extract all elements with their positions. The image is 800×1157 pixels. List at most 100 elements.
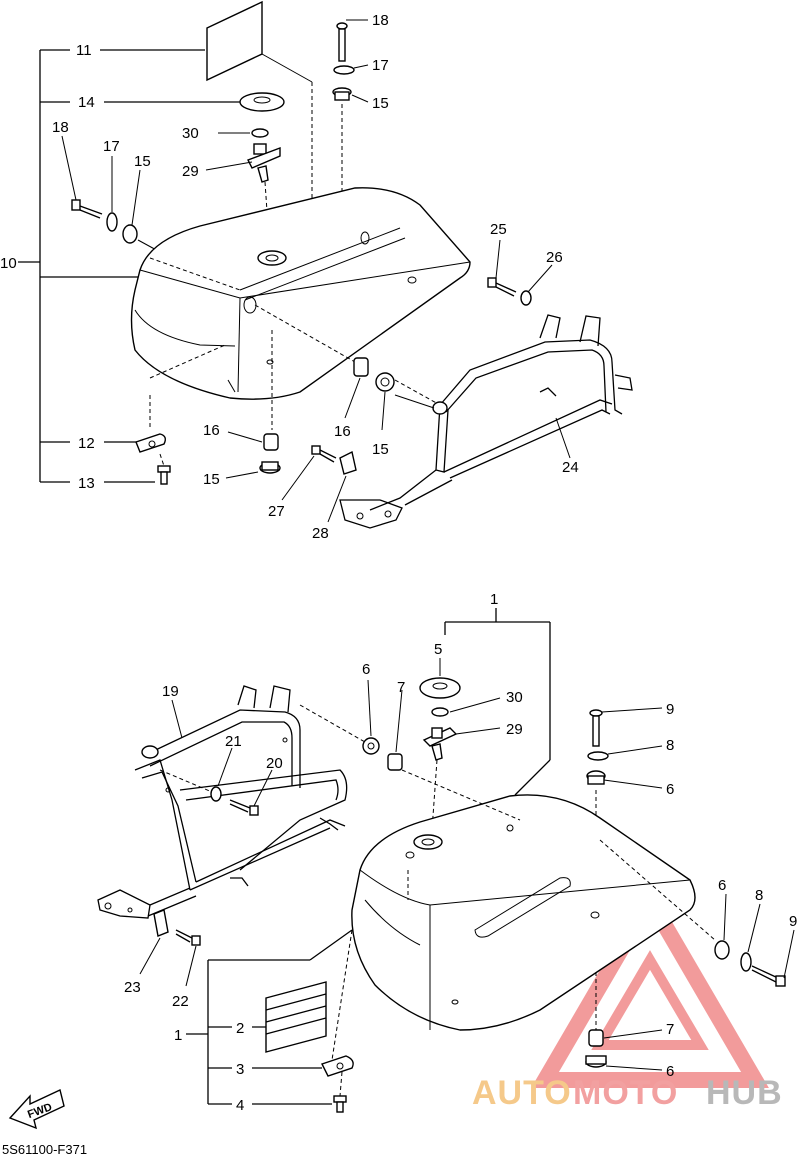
- collar-15-lower: [259, 461, 281, 474]
- collar-7-lower: [588, 1029, 604, 1047]
- washer-30-top: [251, 128, 269, 138]
- washer-17-left: [106, 212, 118, 232]
- lock-29-bottom: [422, 727, 458, 761]
- bolt-9-lower: [751, 965, 786, 987]
- label-15-right: 15: [372, 95, 389, 112]
- washer-17-right: [333, 65, 355, 75]
- washer-21: [210, 786, 222, 802]
- label-24: 24: [562, 459, 579, 476]
- saddlebag-top: [130, 187, 471, 400]
- collar-6-right: [586, 770, 606, 785]
- plate-23: [153, 909, 169, 937]
- washer-30-bottom: [431, 707, 449, 717]
- collar-6-lower-right: [714, 940, 730, 960]
- label-1-top: 1: [490, 591, 498, 608]
- collar-6-lower: [585, 1055, 607, 1068]
- bolt-18-right: [336, 22, 348, 62]
- label-30-bottom: 30: [506, 689, 523, 706]
- label-8-upper: 8: [666, 737, 674, 754]
- bracket-10: [18, 49, 240, 483]
- stay-24: [339, 314, 633, 529]
- label-6-right: 6: [666, 781, 674, 798]
- stay-19: [97, 685, 348, 919]
- label-10: 10: [0, 255, 17, 272]
- callout-labels: 11 14 18 17 15 30 29 18 17 15 10 25 26 1…: [0, 12, 797, 1157]
- label-19: 19: [162, 683, 179, 700]
- label-16-center: 16: [334, 423, 351, 440]
- label-25: 25: [490, 221, 507, 238]
- label-15-left: 15: [134, 153, 151, 170]
- fwd-arrow-icon: FWD: [8, 1089, 65, 1130]
- lock-29-top: [247, 143, 281, 183]
- label-sticker-2: [265, 981, 327, 1053]
- label-12: 12: [78, 435, 95, 452]
- label-29-top: 29: [182, 163, 199, 180]
- label-2: 2: [236, 1020, 244, 1037]
- label-6-upper: 6: [362, 661, 370, 678]
- label-18-right: 18: [372, 12, 389, 29]
- label-6-lower: 6: [666, 1063, 674, 1080]
- label-30-top: 30: [182, 125, 199, 142]
- bolt-9-upper: [589, 709, 603, 747]
- label-16-lower: 16: [203, 422, 220, 439]
- plate-28: [339, 450, 357, 475]
- label-23: 23: [124, 979, 141, 996]
- bolt-18-left: [71, 199, 103, 219]
- saddlebag-bottom: [351, 794, 696, 1031]
- label-7-lower: 7: [666, 1021, 674, 1038]
- label-22: 22: [172, 993, 189, 1010]
- bolt-4: [333, 1095, 347, 1113]
- label-9-lower: 9: [789, 913, 797, 930]
- collar-15-center: [375, 372, 395, 392]
- bracket-12: [135, 433, 167, 453]
- label-sticker-11: [206, 0, 263, 82]
- watermark-part-b: MOTO: [573, 1074, 678, 1112]
- label-15-center: 15: [372, 441, 389, 458]
- watermark-text: AUTO MOTO HUB: [472, 1074, 783, 1112]
- label-29-bottom: 29: [506, 721, 523, 738]
- cap-5: [419, 677, 461, 699]
- label-1-left: 1: [174, 1027, 182, 1044]
- label-9-upper: 9: [666, 701, 674, 718]
- bolt-20: [229, 799, 259, 816]
- label-8-lower: 8: [755, 887, 763, 904]
- bracket-1-top: [444, 608, 551, 796]
- cap-14: [239, 92, 285, 112]
- label-27: 27: [268, 503, 285, 520]
- label-7-upper: 7: [397, 679, 405, 696]
- bolt-13: [157, 465, 171, 485]
- label-14: 14: [78, 94, 95, 111]
- label-17-right: 17: [372, 57, 389, 74]
- bracket-1-bottom: [186, 929, 353, 1105]
- watermark-part-c: HUB: [706, 1074, 783, 1112]
- collar-15-right: [332, 87, 352, 101]
- label-6-lower-right: 6: [718, 877, 726, 894]
- washer-26: [520, 290, 532, 306]
- bolt-27: [311, 445, 337, 463]
- watermark-part-a: AUTO: [472, 1074, 572, 1112]
- watermark-logo: [531, 884, 769, 1088]
- label-21: 21: [225, 733, 242, 750]
- label-5: 5: [434, 641, 442, 658]
- label-4: 4: [236, 1097, 244, 1114]
- collar-6-upper: [362, 737, 380, 755]
- label-15-lower: 15: [203, 471, 220, 488]
- bolt-22: [175, 929, 201, 946]
- label-11: 11: [76, 42, 92, 59]
- collar-16-lower: [263, 433, 279, 451]
- washer-8-lower: [740, 952, 752, 972]
- label-18-left: 18: [52, 119, 69, 136]
- label-13: 13: [78, 475, 95, 492]
- collar-7-upper: [387, 753, 403, 771]
- collar-15-left: [122, 224, 138, 244]
- bolt-25: [487, 277, 517, 297]
- collar-16-center: [353, 357, 369, 377]
- label-20: 20: [266, 755, 283, 772]
- bracket-3: [321, 1055, 354, 1077]
- label-17-left: 17: [103, 138, 120, 155]
- label-3: 3: [236, 1061, 244, 1078]
- label-26: 26: [546, 249, 563, 266]
- diagram-code: 5S61100-F371: [2, 1142, 87, 1157]
- washer-8-upper: [587, 751, 609, 761]
